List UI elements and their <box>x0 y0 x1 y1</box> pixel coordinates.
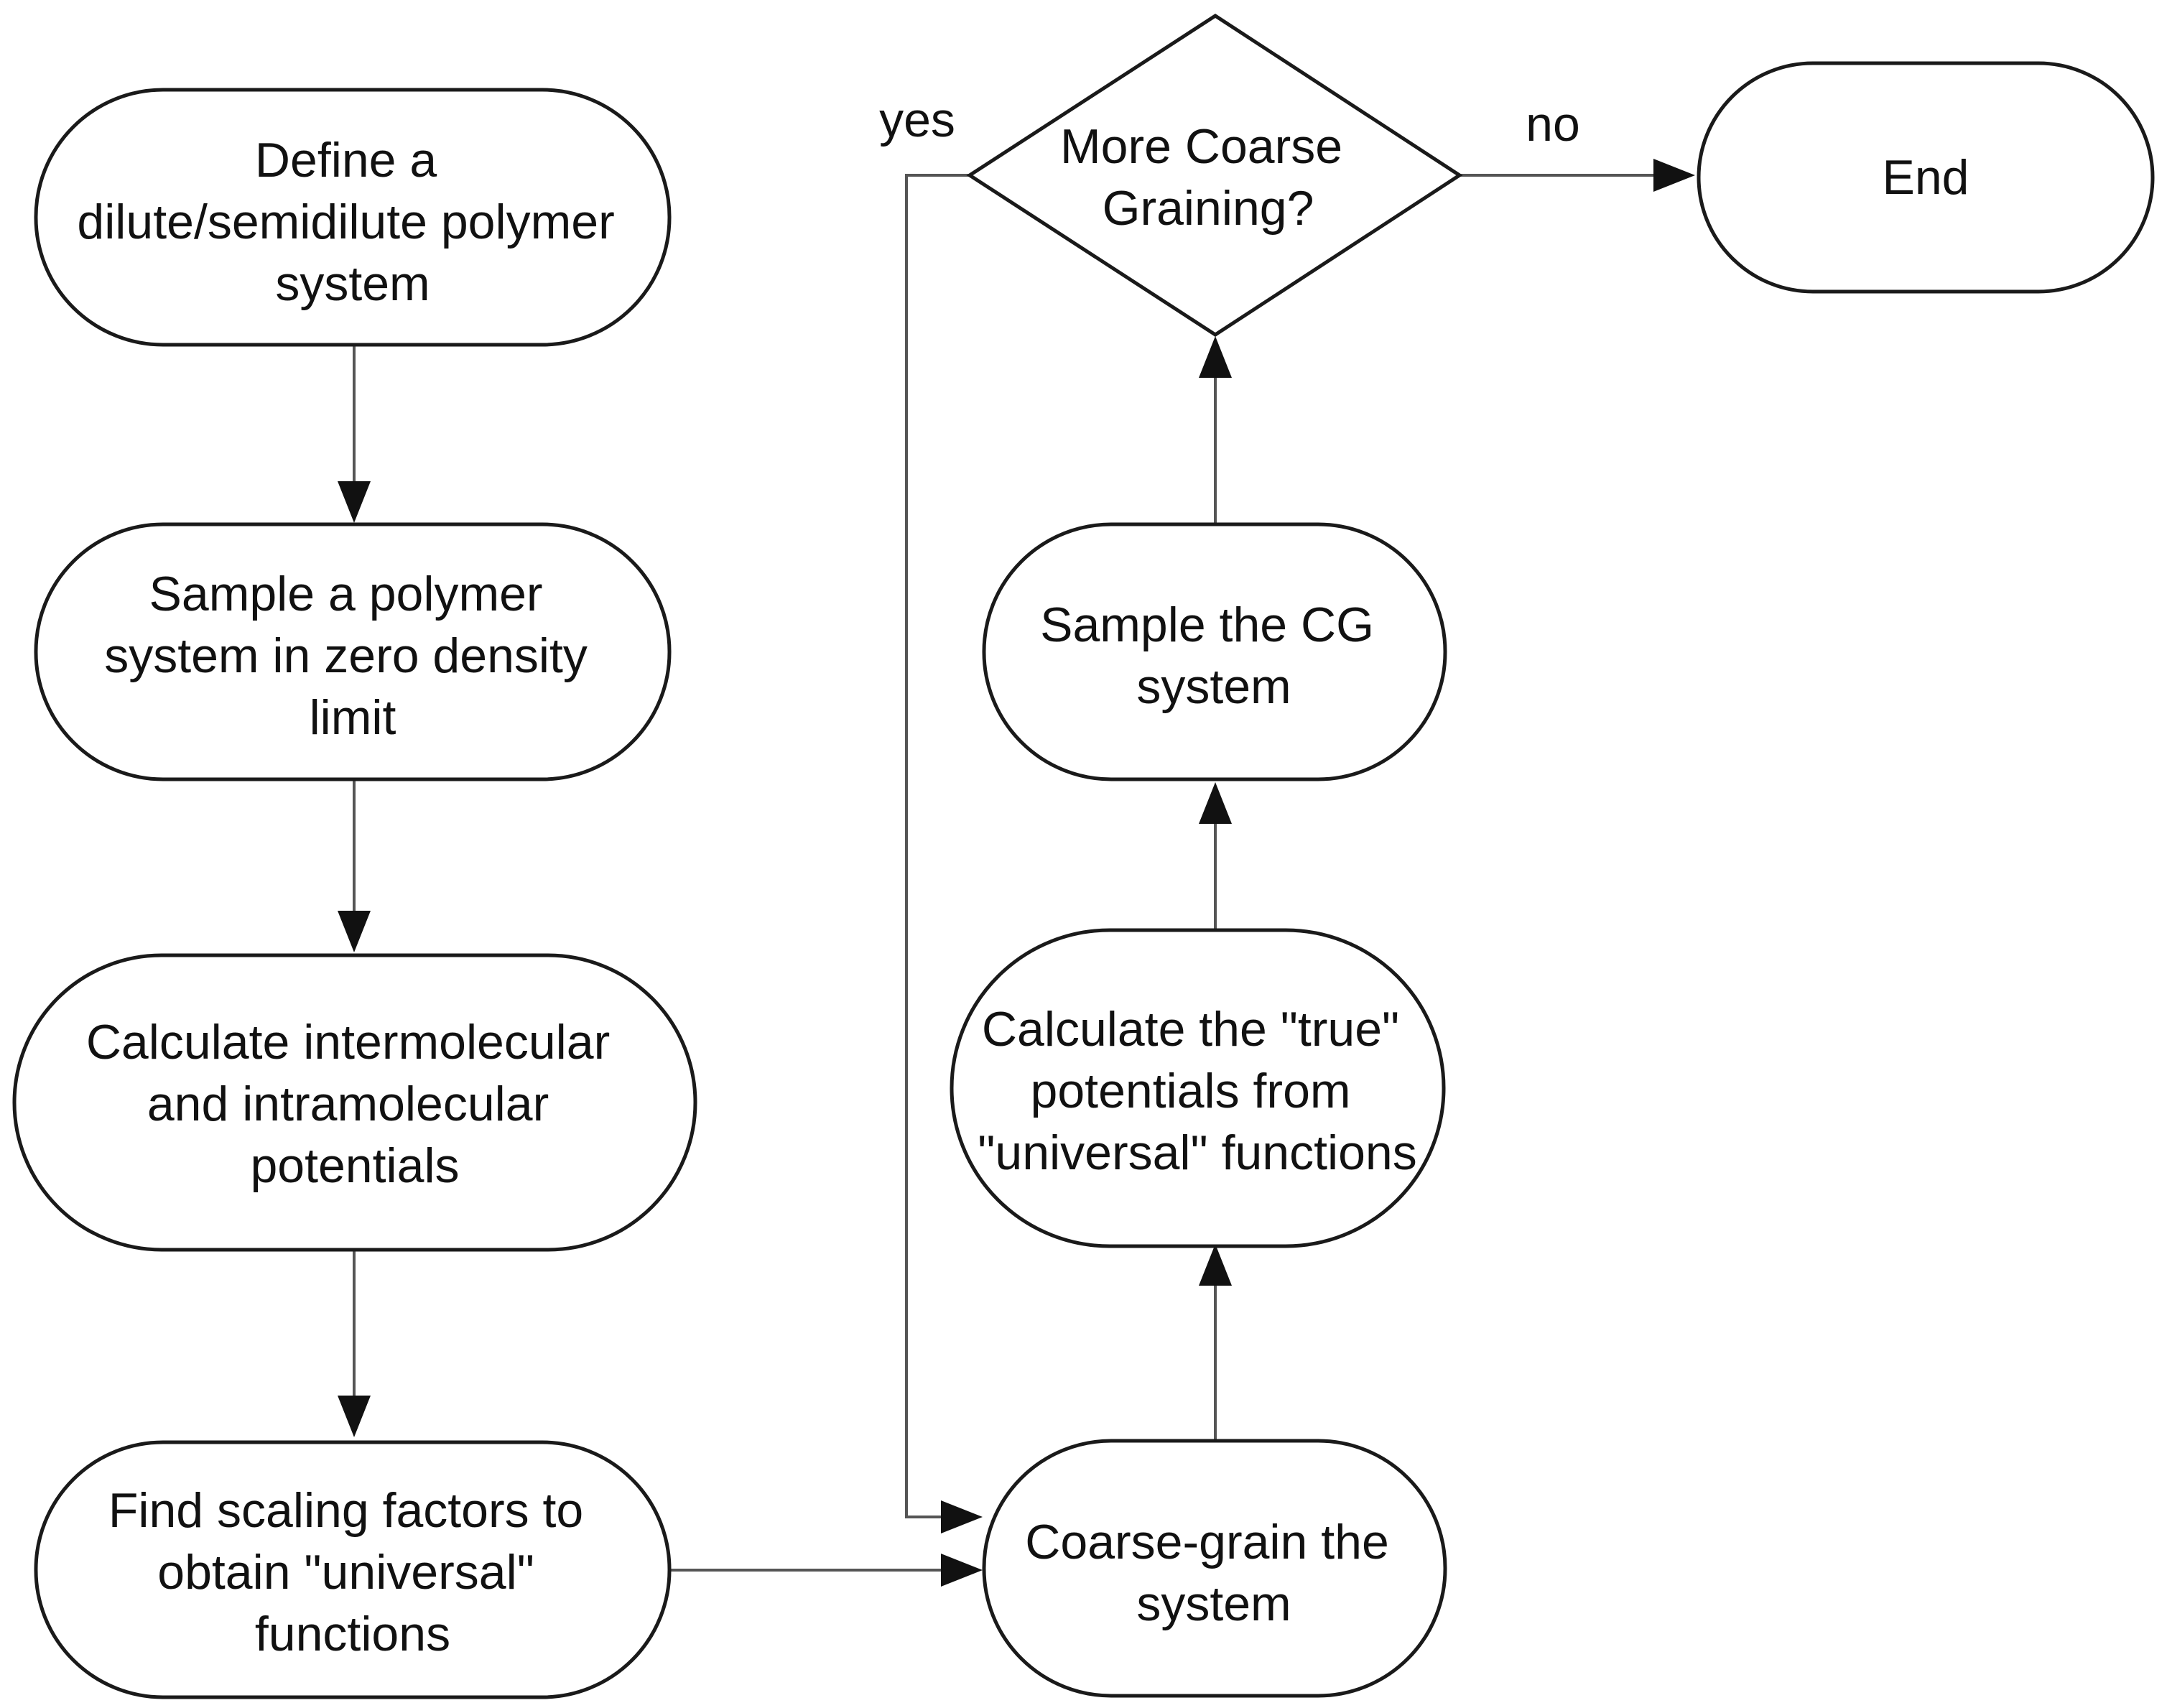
arrowhead-icon <box>1199 782 1232 824</box>
node-calc-potentials-line-2: and intramolecular <box>147 1077 549 1131</box>
svg-text:Sample the CG system: Sample the CG system <box>1040 598 1388 714</box>
arrowhead-icon <box>1199 336 1232 378</box>
arrowhead-icon <box>1653 159 1695 192</box>
edge-label-yes: yes <box>879 93 955 147</box>
edges <box>338 159 1695 1587</box>
node-find-scaling-line-3: functions <box>255 1607 450 1661</box>
node-calc-true-line-3: "universal" functions <box>978 1125 1416 1180</box>
node-sample-cg-line-1: Sample the CG <box>1040 598 1374 652</box>
svg-text:Find scaling factors to: Find scaling factors to obtain "universa… <box>108 1483 597 1661</box>
node-find-scaling-factors: Find scaling factors to obtain "universa… <box>34 1440 672 1699</box>
node-calculate-true-potentials: Calculate the "true" potentials from "un… <box>950 928 1446 1248</box>
arrowhead-icon <box>941 1500 983 1533</box>
svg-text:Sample a polymer system: Sample a polymer system in zero density … <box>104 567 601 745</box>
node-calc-true-line-2: potentials from <box>1031 1064 1351 1118</box>
svg-text:Calculate the "true" pot: Calculate the "true" potentials from "un… <box>978 1002 1416 1180</box>
arrowhead-icon <box>338 911 371 952</box>
node-decision-line-2: Graining? <box>1103 181 1314 236</box>
node-sample-cg-line-2: system <box>1136 659 1291 714</box>
node-end: End <box>1697 61 2155 294</box>
node-decision-line-1: More Coarse <box>1060 119 1342 174</box>
node-define-line-3: system <box>275 256 430 311</box>
node-sample-zero-density: Sample a polymer system in zero density … <box>34 522 672 781</box>
svg-text:More Coarse Graining?: More Coarse Graining? <box>1060 119 1356 236</box>
svg-text:Calculate intermolecular: Calculate intermolecular and intramolecu… <box>86 1015 623 1193</box>
node-coarse-grain: Coarse-grain the system <box>982 1439 1447 1698</box>
node-calculate-potentials: Calculate intermolecular and intramolecu… <box>12 953 697 1252</box>
node-end-line-1: End <box>1883 150 1969 205</box>
node-coarse-grain-line-2: system <box>1136 1577 1291 1631</box>
arrowhead-icon <box>941 1554 983 1587</box>
node-sample-zero-line-3: limit <box>310 690 396 745</box>
node-sample-zero-line-2: system in zero density <box>104 628 588 683</box>
node-find-scaling-line-2: obtain "universal" <box>157 1545 534 1600</box>
node-coarse-grain-line-1: Coarse-grain the <box>1025 1515 1388 1569</box>
node-calc-potentials-line-3: potentials <box>250 1138 459 1193</box>
svg-text:Define a dilute/semidilu: Define a dilute/semidilute polymer syste… <box>77 133 628 311</box>
svg-text:Coarse-grain the system: Coarse-grain the system <box>1025 1515 1402 1631</box>
node-define: Define a dilute/semidilute polymer syste… <box>34 88 672 347</box>
node-calc-true-line-1: Calculate the "true" <box>982 1002 1399 1057</box>
node-decision-more-coarse-graining: More Coarse Graining? <box>966 14 1463 337</box>
edge-label-no: no <box>1526 97 1580 152</box>
edge-decision-to-coarse-grain-loop <box>905 174 970 1518</box>
arrowhead-icon <box>338 1396 371 1437</box>
node-find-scaling-line-1: Find scaling factors to <box>108 1483 583 1538</box>
node-define-line-2: dilute/semidilute polymer <box>77 195 614 249</box>
arrowhead-icon <box>1199 1244 1232 1286</box>
node-calc-potentials-line-1: Calculate intermolecular <box>86 1015 610 1069</box>
arrowhead-icon <box>338 481 371 523</box>
node-sample-zero-line-1: Sample a polymer <box>149 567 543 621</box>
svg-text:End: End <box>1883 150 1969 205</box>
node-define-line-1: Define a <box>255 133 437 187</box>
node-sample-cg: Sample the CG system <box>982 522 1447 781</box>
